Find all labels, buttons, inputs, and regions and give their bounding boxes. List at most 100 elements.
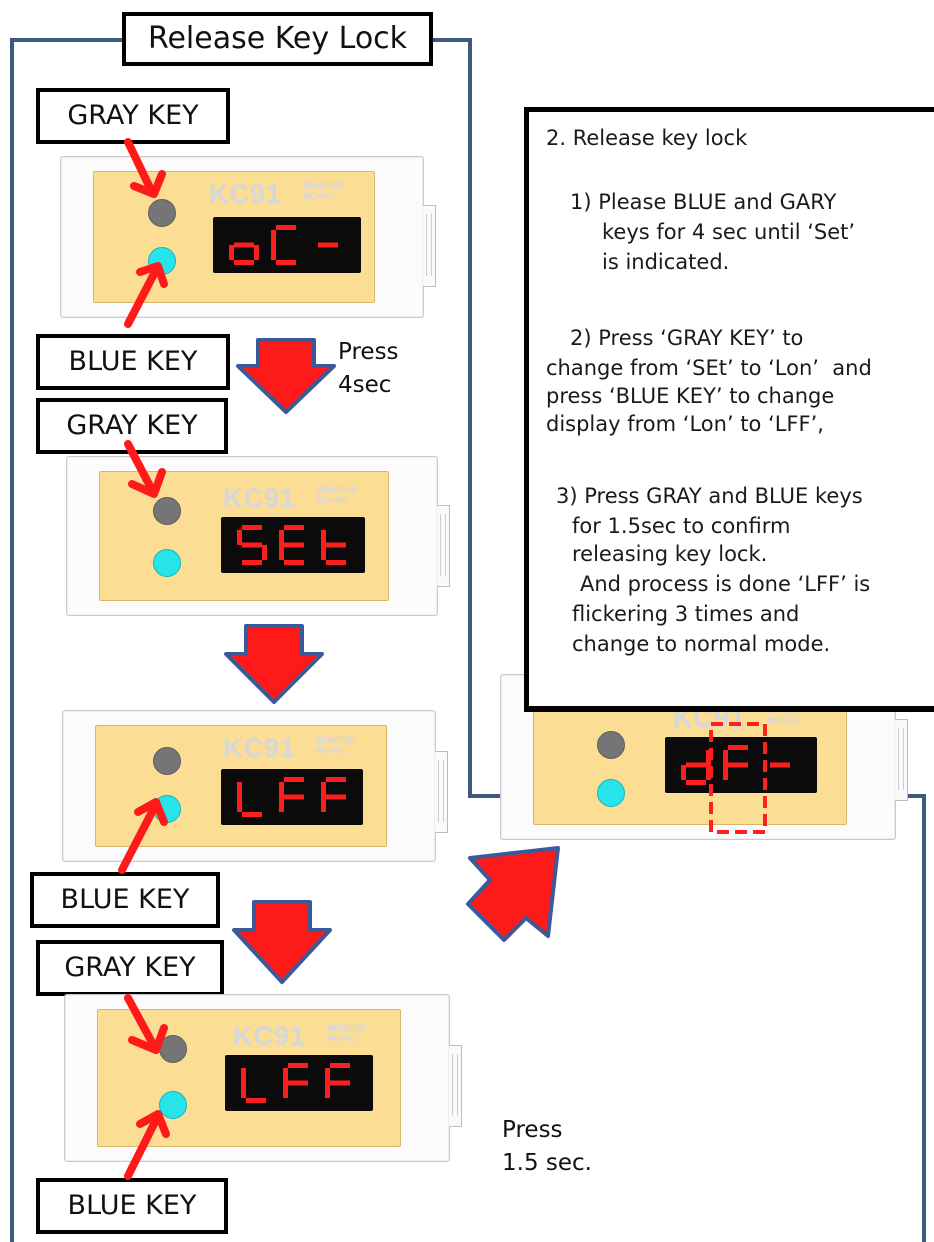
blue-key-button[interactable]: [597, 779, 625, 807]
segment-d: [242, 560, 262, 565]
gray-key-button[interactable]: [148, 199, 176, 227]
segment-g: [242, 542, 262, 548]
device-connector: [437, 505, 450, 587]
segment-a: [330, 1063, 350, 1068]
segment-e: [241, 1083, 246, 1098]
digit-2: [723, 745, 748, 780]
device-connector: [449, 1045, 462, 1127]
segment-a: [284, 777, 304, 782]
brand-label: KC91: [223, 483, 297, 513]
segment-a: [284, 525, 304, 530]
segment-a: [242, 525, 262, 530]
segment-d: [234, 260, 254, 265]
segment-f: [279, 782, 284, 797]
digit-3: [321, 530, 346, 565]
blue-key-label: BLUE KEY: [36, 1178, 228, 1234]
gray-key-label: GRAY KEY: [36, 940, 224, 996]
digit-2: [279, 525, 304, 565]
segment-d: [276, 260, 296, 265]
segment-g: [284, 794, 304, 800]
down-arrow-2: [224, 624, 324, 704]
segment-d: [242, 812, 262, 817]
segment-digits: [681, 745, 790, 785]
digit-3: [325, 1063, 350, 1098]
segment-b: [706, 750, 711, 765]
gray-key-button[interactable]: [153, 747, 181, 775]
digit-1: [237, 782, 262, 817]
segment-a: [276, 225, 296, 230]
segment-f: [237, 530, 242, 545]
gray-key-button[interactable]: [153, 497, 181, 525]
seven-segment-display: [225, 1055, 373, 1111]
segment-f: [271, 230, 276, 245]
digit-1: [681, 750, 711, 785]
page-title: Release Key Lock: [122, 12, 433, 66]
down-arrow-1: [236, 338, 336, 414]
segment-e: [279, 797, 284, 812]
brand-label: KC91: [209, 179, 283, 209]
blue-key-button[interactable]: [153, 549, 181, 577]
segment-digits: [229, 225, 338, 265]
segment-g: [234, 242, 254, 248]
segment-e: [283, 1083, 288, 1098]
segment-g: [318, 242, 338, 248]
segment-f: [237, 782, 242, 797]
instruction-box: [524, 107, 934, 712]
segment-e: [279, 545, 284, 560]
digit-2: [279, 777, 304, 812]
seven-segment-display: [665, 737, 817, 793]
segment-d: [686, 780, 706, 785]
segment-c: [262, 545, 267, 560]
segment-e: [271, 245, 276, 260]
digit-3: [770, 762, 790, 768]
segment-e: [723, 765, 728, 780]
gray-key-button[interactable]: [597, 731, 625, 759]
segment-e: [321, 545, 326, 560]
segment-e: [229, 245, 234, 260]
diagonal-arrow-to-result: [466, 846, 560, 942]
segment-g: [284, 542, 304, 548]
digit-1: [241, 1068, 266, 1103]
segment-e: [325, 1083, 330, 1098]
digit-3: [321, 777, 346, 812]
down-arrow-3: [232, 900, 332, 984]
segment-a: [288, 1063, 308, 1068]
segment-digits: [241, 1063, 350, 1103]
brand-label: KC91: [233, 1021, 307, 1051]
segment-d: [326, 560, 346, 565]
segment-a: [728, 745, 748, 750]
segment-g: [728, 762, 748, 768]
instruction-heading: 2. Release key lock: [546, 126, 748, 150]
seven-segment-display: [213, 217, 361, 273]
segment-d: [284, 560, 304, 565]
segment-e: [321, 797, 326, 812]
segment-f: [241, 1068, 246, 1083]
segment-f: [321, 530, 326, 545]
digit-3: [318, 242, 338, 248]
segment-e: [681, 765, 686, 780]
segment-digits: [237, 777, 346, 817]
segment-c: [706, 765, 711, 780]
blue-key-button[interactable]: [159, 1091, 187, 1119]
segment-g: [330, 1080, 350, 1086]
segment-d: [246, 1098, 266, 1103]
segment-f: [279, 530, 284, 545]
segment-a: [326, 777, 346, 782]
seven-segment-display: [221, 517, 365, 573]
segment-f: [283, 1068, 288, 1083]
segment-g: [770, 762, 790, 768]
segment-c: [254, 245, 259, 260]
device-connector: [895, 719, 908, 801]
segment-f: [723, 750, 728, 765]
digit-1: [237, 525, 267, 565]
digit-1: [229, 242, 259, 265]
segment-f: [325, 1068, 330, 1083]
segment-f: [321, 782, 326, 797]
